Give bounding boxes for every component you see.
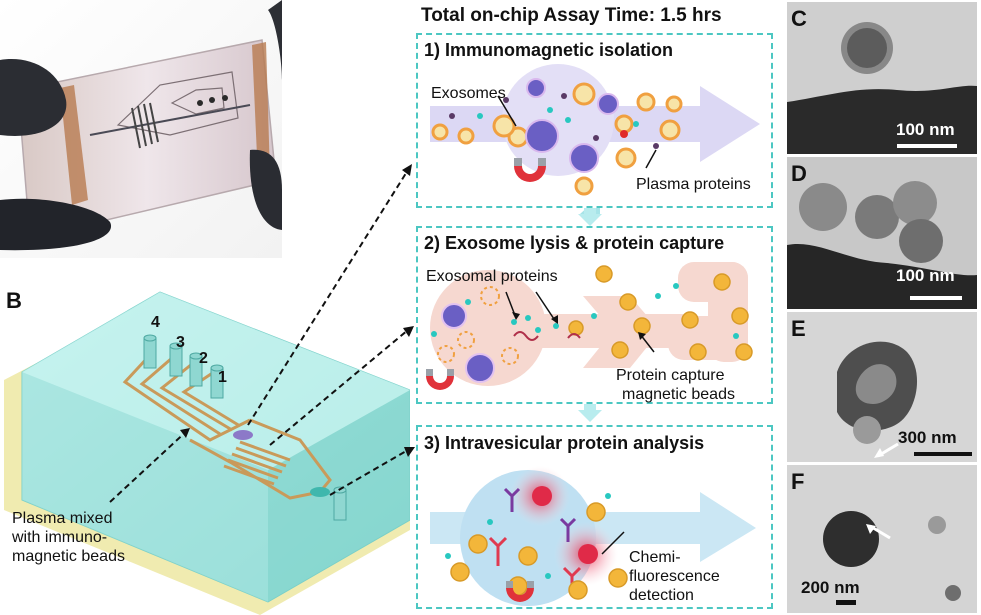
panel-letter-d: D <box>791 161 807 186</box>
chemifluorescence-label-1: Chemi- <box>629 549 681 566</box>
panel-letter-c: C <box>791 6 807 31</box>
assay-time-header: Total on-chip Assay Time: 1.5 hrs <box>421 5 722 26</box>
scale-bar-d <box>910 296 962 300</box>
step-2-illustration <box>426 262 753 390</box>
tem-image-e <box>787 312 977 462</box>
step-3-title: 3) Intravesicular protein analysis <box>424 433 705 453</box>
chemifluorescence-label-3: detection <box>629 587 694 604</box>
scale-label-c: 100 nm <box>896 120 955 139</box>
chip-caption-line3: magnetic beads <box>12 548 125 565</box>
step-2-title: 2) Exosome lysis & protein capture <box>424 233 725 253</box>
panel-letter-b: B <box>6 288 22 313</box>
port-label-4: 4 <box>151 314 160 331</box>
chip-caption-line2: with immuno- <box>12 529 108 546</box>
capture-beads-label-2: magnetic beads <box>622 386 735 403</box>
chemifluorescence-label-2: fluorescence <box>629 568 720 585</box>
scale-label-f: 200 nm <box>801 578 860 597</box>
scale-bar-e <box>914 452 972 456</box>
arrow-e-icon <box>874 442 899 458</box>
chip-caption-line1: Plasma mixed <box>12 510 113 527</box>
tem-image-f <box>787 465 977 613</box>
tem-image-d <box>787 157 977 309</box>
tem-image-c <box>787 2 977 154</box>
scale-bar-c <box>897 144 957 148</box>
chip-photo <box>0 0 282 258</box>
step-1-title: 1) Immunomagnetic isolation <box>424 40 674 60</box>
plasma-proteins-label: Plasma proteins <box>636 176 751 193</box>
scale-label-d: 100 nm <box>896 266 955 285</box>
flow-down-arrow-2 <box>578 404 602 422</box>
port-label-3: 3 <box>176 334 185 351</box>
port-label-1: 1 <box>218 369 227 386</box>
exosomal-proteins-label: Exosomal proteins <box>426 268 558 285</box>
arrow-f-icon <box>866 524 891 540</box>
exosomes-label: Exosomes <box>431 85 506 102</box>
capture-beads-label-1: Protein capture <box>616 367 725 384</box>
flow-down-arrow-1 <box>578 208 602 226</box>
scale-label-e: 300 nm <box>898 428 957 447</box>
scale-bar-f <box>836 600 856 605</box>
panel-letter-f: F <box>791 469 805 494</box>
step-3-illustration <box>430 466 756 606</box>
step-1-illustration <box>430 64 760 196</box>
port-label-2: 2 <box>199 350 208 367</box>
panel-letter-e: E <box>791 316 806 341</box>
